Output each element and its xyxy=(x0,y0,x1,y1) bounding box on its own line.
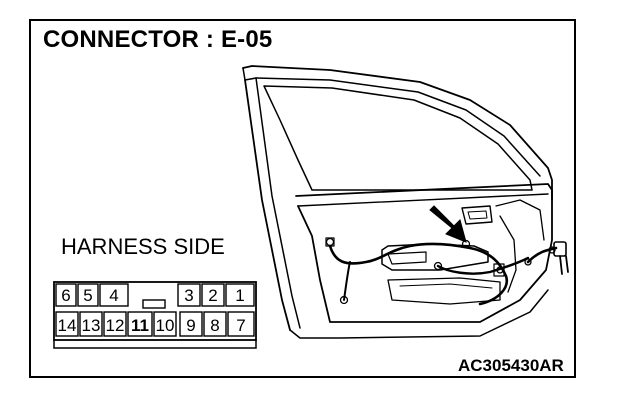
figure-code: AC305430AR xyxy=(458,356,564,375)
pin-13: 13 xyxy=(82,316,101,335)
pin-4: 4 xyxy=(109,286,118,305)
pin-5: 5 xyxy=(83,286,92,305)
pin-1: 1 xyxy=(235,286,244,305)
pointer-arrow xyxy=(429,205,467,243)
pin-11: 11 xyxy=(131,316,149,335)
pin-7: 7 xyxy=(236,316,245,335)
pin-10: 10 xyxy=(156,316,175,335)
diagram-frame xyxy=(29,19,576,378)
pin-9: 9 xyxy=(186,316,195,335)
pin-3: 3 xyxy=(184,286,193,305)
pin-14: 14 xyxy=(58,316,77,335)
pin-6: 6 xyxy=(61,286,70,305)
connector-face xyxy=(53,281,257,349)
pin-8: 8 xyxy=(210,316,219,335)
door-drawing xyxy=(242,65,569,339)
harness-side-label: HARNESS SIDE xyxy=(61,234,225,259)
connector-title: CONNECTOR : E-05 xyxy=(43,26,273,53)
pin-12: 12 xyxy=(106,316,125,335)
pin-2: 2 xyxy=(208,286,217,305)
